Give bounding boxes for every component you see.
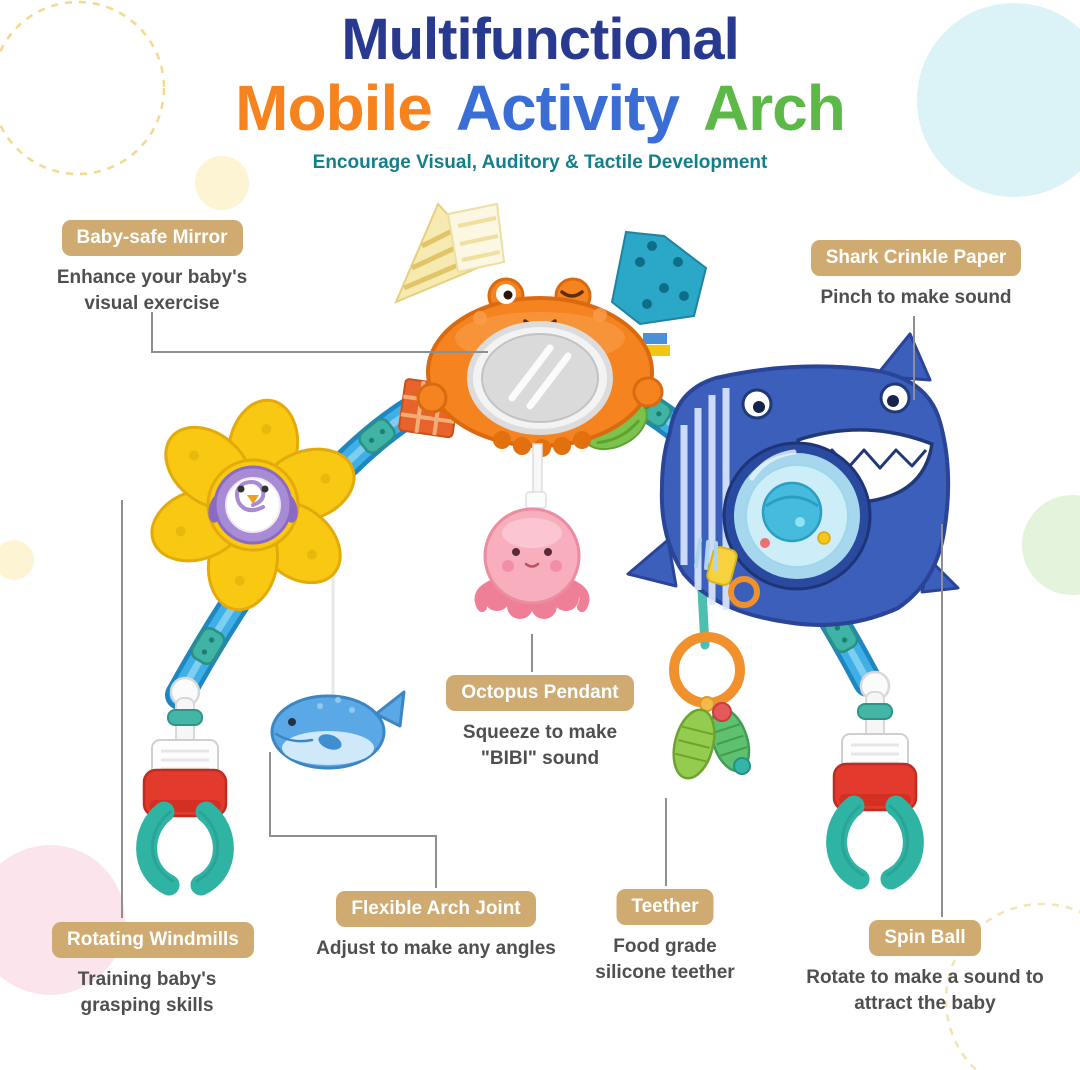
callout-windmills: Rotating Windmills Training baby's grasp… <box>52 922 254 1018</box>
teether-badge: Teether <box>616 889 714 925</box>
teether-desc: Food grade silicone teether <box>595 936 735 983</box>
spin-ball <box>722 441 872 591</box>
callout-teether: Teether Food grade silicone teether <box>578 889 753 985</box>
callout-spin-ball: Spin Ball Rotate to make a sound to attr… <box>800 920 1050 1016</box>
callout-arch-joint: Flexible Arch Joint Adjust to make any a… <box>301 891 571 962</box>
page-title: Multifunctional <box>341 7 739 72</box>
page-title-line2: Mobile Activity Arch <box>0 72 1080 144</box>
shark-crinkle-toy <box>626 332 960 627</box>
shark-badge: Shark Crinkle Paper <box>810 240 1022 276</box>
leader-line-mirror <box>151 312 488 353</box>
mirror-badge: Baby-safe Mirror <box>61 220 243 256</box>
mirror-desc: Enhance your baby's visual exercise <box>56 267 248 314</box>
arch-joint-badge: Flexible Arch Joint <box>336 891 536 927</box>
title-word-arch: Arch <box>703 72 846 144</box>
spin-ball-desc: Rotate to make a sound to attract the ba… <box>806 967 1044 1014</box>
windmills-desc: Training baby's grasping skills <box>77 969 217 1016</box>
leader-lines <box>121 312 943 918</box>
octopus-badge: Octopus Pendant <box>446 675 634 711</box>
octopus-desc: Squeeze to make "BIBI" sound <box>462 722 618 769</box>
title-word-activity: Activity <box>455 72 680 144</box>
whale-teether-toy <box>270 690 406 770</box>
callout-shark: Shark Crinkle Paper Pinch to make sound <box>791 240 1041 311</box>
arch-joint-desc: Adjust to make any angles <box>316 938 556 959</box>
octopus-pendant-toy <box>474 443 590 619</box>
shark-desc: Pinch to make sound <box>820 287 1012 308</box>
title-word-mobile: Mobile <box>235 72 433 144</box>
baby-safe-mirror <box>467 321 613 435</box>
header: Multifunctional Mobile Activity Arch Encou… <box>0 0 1080 174</box>
teether-keys-toy <box>669 632 751 780</box>
left-clamp <box>144 678 226 885</box>
leader-line-arch-joint <box>269 752 437 888</box>
right-clamp <box>834 672 916 879</box>
callout-octopus: Octopus Pendant Squeeze to make "BIBI" s… <box>435 675 645 771</box>
crab-wink-eye <box>560 290 584 298</box>
windmills-badge: Rotating Windmills <box>52 922 254 958</box>
callout-mirror: Baby-safe Mirror Enhance your baby's vis… <box>37 220 267 316</box>
tagline: Encourage Visual, Auditory & Tactile Dev… <box>312 152 768 174</box>
windmill-toy <box>150 398 356 612</box>
spin-ball-badge: Spin Ball <box>869 920 981 956</box>
crab-mirror-toy <box>394 202 708 457</box>
